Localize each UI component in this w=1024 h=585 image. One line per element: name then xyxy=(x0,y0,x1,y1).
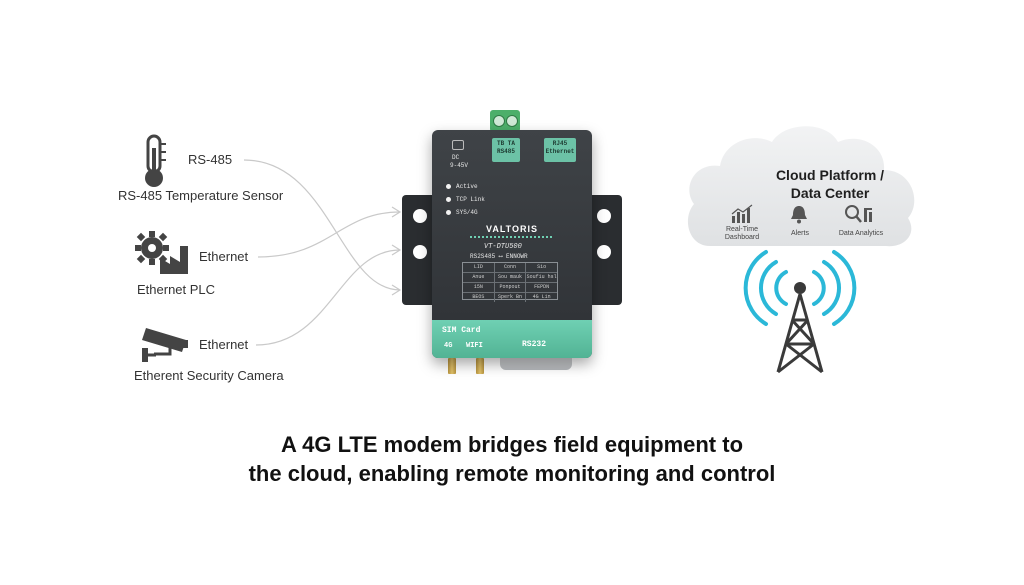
device-connection-label: Ethernet xyxy=(199,249,249,264)
thermometer-icon xyxy=(140,134,168,188)
magnifier-chart-icon xyxy=(844,204,876,224)
mounting-flange-right xyxy=(586,195,622,305)
gear-factory-icon xyxy=(134,230,192,276)
port-4g-label: 4G xyxy=(444,342,453,350)
wire-rs485 xyxy=(243,159,401,291)
caption-line-2: the cloud, enabling remote monitoring an… xyxy=(248,461,776,486)
modem-subtitle: RS2S485 ⟷ ENNOWR xyxy=(470,253,528,260)
power-connector-icon xyxy=(452,140,464,150)
led-label: SYS/4G xyxy=(456,209,478,216)
led-indicator xyxy=(446,197,451,202)
cloud-item-alerts: Alerts xyxy=(791,230,809,237)
security-camera-icon xyxy=(140,322,192,364)
device-connection-label: Ethernet xyxy=(199,337,249,352)
port-rs232-label: RS232 xyxy=(522,340,547,349)
device-name-label: Ethernet PLC xyxy=(137,282,216,297)
wire-plc xyxy=(257,211,401,258)
device-name-label: RS-485 Temperature Sensor xyxy=(118,188,284,203)
terminal-block xyxy=(490,110,520,132)
db9-connector xyxy=(500,356,572,370)
spec-row: BEOS Sperk Bn 4G Lin xyxy=(463,293,557,302)
caption-line-1: A 4G LTE modem bridges field equipment t… xyxy=(280,432,744,457)
cloud-item-analytics: Data Analytics xyxy=(838,230,884,237)
modem-brand: VALTORIS xyxy=(486,224,539,234)
spec-table: LID Conn Sio Anue Sou mauk Soufiu hsl 15… xyxy=(462,262,558,302)
device-connection-label: RS-485 xyxy=(188,152,233,167)
device-name-label: Etherent Security Camera xyxy=(134,368,284,383)
bar-chart-icon xyxy=(730,204,754,224)
port-wifi-label: WIFI xyxy=(466,342,483,350)
brand-divider xyxy=(470,236,552,241)
modem-teal-band xyxy=(432,320,592,358)
led-label: Active xyxy=(456,183,478,190)
antenna-connector xyxy=(476,358,484,374)
led-label: TCP Link xyxy=(456,196,485,203)
wire-camera xyxy=(255,249,401,346)
power-voltage: 9-45V xyxy=(450,162,469,169)
cell-tower-icon xyxy=(743,250,857,374)
cloud-title: Cloud Platform / Data Center xyxy=(775,167,885,201)
led-indicator xyxy=(446,210,451,215)
power-label: DC xyxy=(452,154,460,161)
led-indicator xyxy=(446,184,451,189)
spec-row: LID Conn Sio xyxy=(463,263,557,273)
spec-row: 15N Ponpout FEPDN xyxy=(463,283,557,293)
modem-model: VT-DTU500 xyxy=(484,243,522,251)
spec-row: Anue Sou mauk Soufiu hsl xyxy=(463,273,557,283)
antenna-connector xyxy=(448,358,456,374)
bell-icon xyxy=(790,204,808,224)
sim-card-label: SIM Card xyxy=(442,326,481,335)
